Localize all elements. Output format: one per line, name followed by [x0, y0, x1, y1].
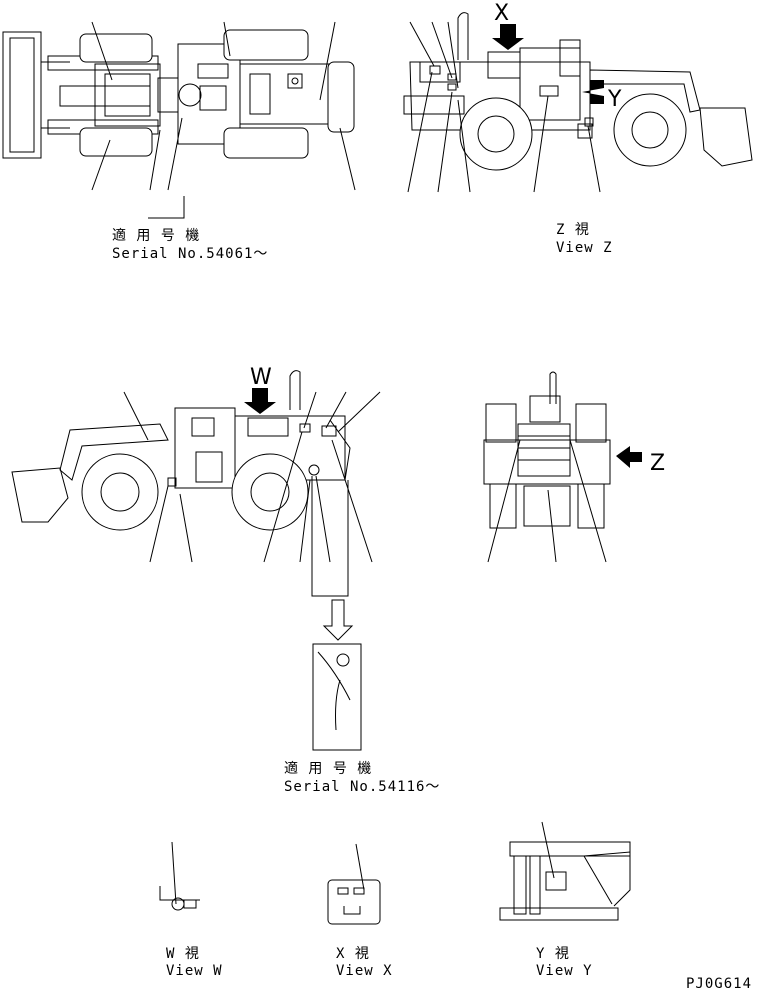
- serial-label-jp-1: 適 用 号 機: [112, 227, 200, 244]
- drawing-code: PJ0G614: [686, 976, 752, 992]
- serial-label-en-2: Serial No.54116～: [284, 779, 440, 795]
- view-w-en: View W: [166, 963, 223, 979]
- arrow-w-label: W: [250, 365, 272, 390]
- view-w-detail: [159, 841, 200, 911]
- serial-label-en-1: Serial No.54061～: [112, 246, 268, 262]
- view-z-en: View Z: [556, 240, 613, 256]
- arrow-z-label: Z: [650, 451, 665, 476]
- arrow-x-label: X: [494, 1, 509, 26]
- loader-rear-view: [483, 371, 642, 563]
- view-y-en: View Y: [536, 963, 593, 979]
- view-x-detail: [327, 843, 381, 925]
- view-y-detail: [499, 821, 631, 921]
- view-x-jp: X 視: [336, 946, 370, 962]
- arrow-x-icon: [492, 24, 524, 50]
- arrow-z-icon: [616, 446, 642, 468]
- loader-side-view-right: [403, 12, 753, 193]
- view-x-en: View X: [336, 963, 393, 979]
- view-y-jp: Y 視: [536, 946, 570, 962]
- view-z-jp: Z 視: [556, 222, 590, 238]
- arrow-w-icon: [244, 388, 276, 414]
- serial-label-jp-2: 適 用 号 機: [284, 760, 372, 777]
- arrow-y-label: Y: [607, 87, 622, 112]
- view-w-jp: W 視: [166, 946, 200, 962]
- loader-side-view-left: [11, 370, 381, 751]
- loader-top-view: [2, 21, 356, 219]
